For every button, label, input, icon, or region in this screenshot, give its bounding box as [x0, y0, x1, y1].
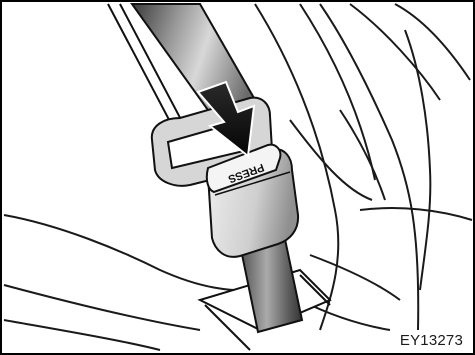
- figure-code: EY13273: [400, 332, 463, 349]
